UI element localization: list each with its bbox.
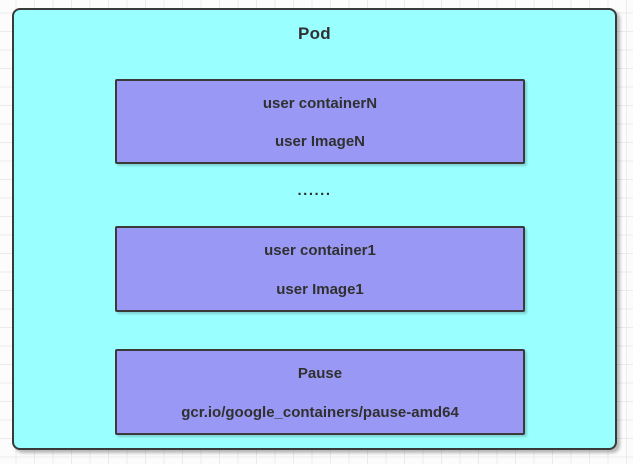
container-name-label: user containerN xyxy=(262,95,378,112)
container-image-label: user Image1 xyxy=(276,281,364,298)
container-box-pause[interactable]: Pause gcr.io/google_containers/pause-amd… xyxy=(115,349,525,435)
container-box-user-n[interactable]: user containerN user ImageN xyxy=(115,79,525,164)
container-name-label: user container1 xyxy=(264,242,376,259)
pod-title-label: Pod xyxy=(297,24,331,43)
container-name-label: Pause xyxy=(297,365,343,382)
pod-box[interactable]: Pod user containerN user ImageN ...... u… xyxy=(12,8,617,450)
container-image-label: gcr.io/google_containers/pause-amd64 xyxy=(181,404,459,421)
ellipsis-label: ...... xyxy=(297,182,332,199)
container-box-user-1[interactable]: user container1 user Image1 xyxy=(115,226,525,312)
container-image-label: user ImageN xyxy=(274,133,366,150)
